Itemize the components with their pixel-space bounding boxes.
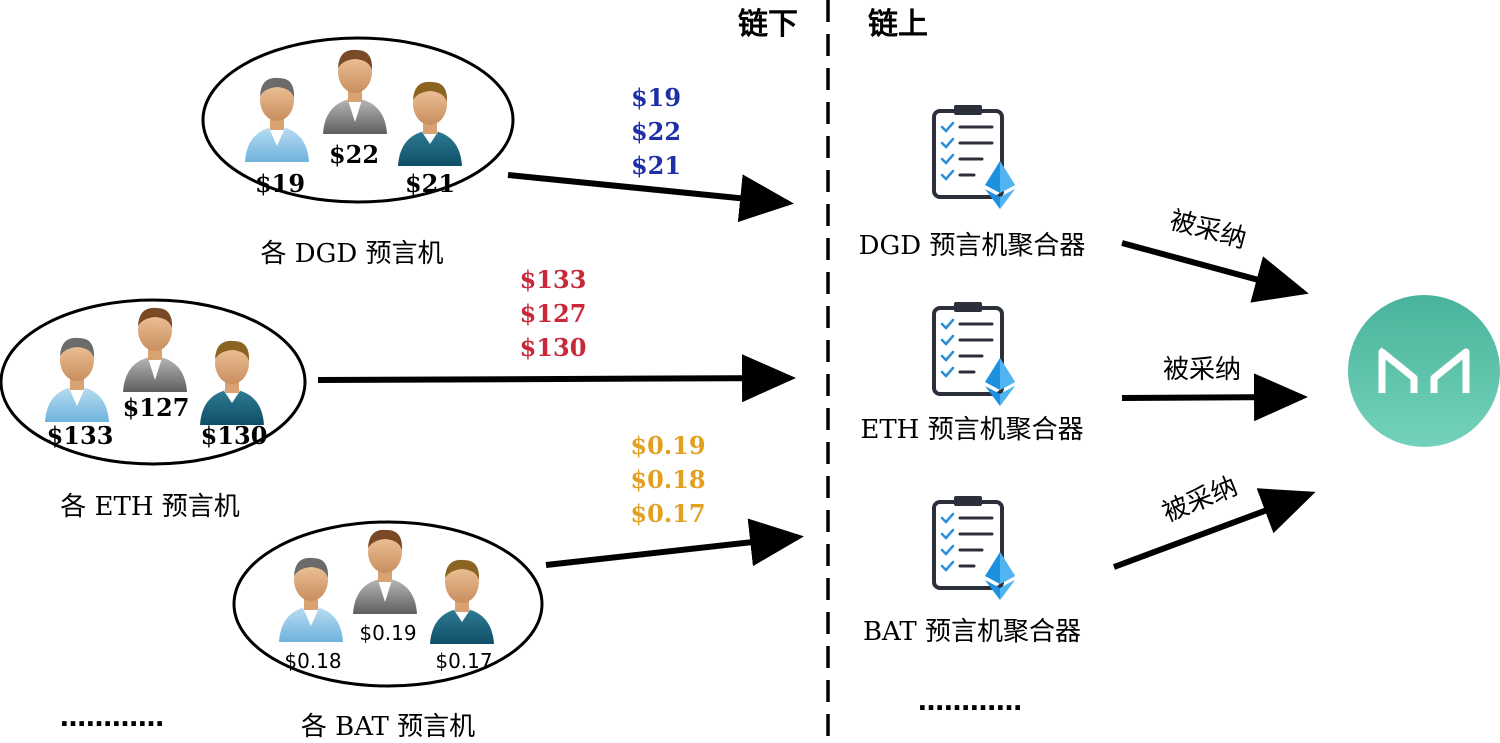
reported-price: $0.17 [630, 499, 705, 528]
oracle-group-ellipse [0, 298, 307, 466]
ellipsis-right: ………… [918, 687, 1022, 717]
ellipsis-left: ………… [60, 703, 164, 733]
oracle-price: $19 [255, 169, 305, 198]
report-arrow [545, 518, 804, 568]
aggregator-label: ETH 预言机聚合器 [860, 415, 1083, 445]
adopted-arrow [1121, 373, 1308, 422]
oracle-group-label: 各 ETH 预言机 [60, 492, 240, 522]
reported-price: $0.18 [630, 465, 705, 494]
person-icon [398, 81, 462, 166]
person-icon [45, 337, 109, 422]
reported-price: $133 [520, 265, 587, 294]
oracle-price: $130 [201, 421, 268, 450]
adopted-label: 被采纳 [1166, 205, 1249, 254]
oracle-group-bat: $0.18 $0.19 $0.17 各 BAT 预言机 [232, 520, 544, 742]
oracle-price: $0.19 [359, 621, 416, 645]
onchain-label: 链上 [868, 7, 928, 42]
oracle-price: $22 [329, 140, 379, 169]
oracle-price: $21 [405, 169, 455, 198]
reported-prices: $19 $22 $21 [631, 83, 681, 180]
maker-logo-icon [1348, 295, 1500, 447]
aggregator-label: DGD 预言机聚合器 [859, 231, 1086, 261]
oracle-price: $0.18 [284, 649, 341, 673]
oracle-price: $133 [47, 421, 114, 450]
person-icon [123, 307, 187, 392]
person-icon [279, 557, 343, 642]
reported-price: $21 [631, 151, 681, 180]
adopted-label: 被采纳 [1163, 355, 1241, 385]
adopted-arrow [1121, 240, 1309, 303]
person-icon [430, 559, 494, 644]
oracle-price: $127 [123, 393, 190, 422]
person-icon [323, 49, 387, 134]
reported-price: $127 [520, 299, 587, 328]
report-arrow [317, 354, 796, 403]
oracle-group-label: 各 DGD 预言机 [261, 239, 444, 269]
oracle-price: $0.17 [435, 649, 492, 673]
oracle-group-eth: $133 $127 $130 各 ETH 预言机 [0, 298, 307, 522]
reported-prices: $133 $127 $130 [520, 265, 587, 362]
person-icon [200, 340, 264, 425]
oracle-group-ellipse [232, 520, 544, 688]
reported-prices: $0.19 $0.18 $0.17 [630, 431, 705, 528]
reported-price: $0.19 [630, 431, 705, 460]
offchain-label: 链下 [738, 7, 798, 42]
reported-price: $22 [631, 117, 681, 146]
adopted-arrow [1112, 488, 1316, 570]
report-arrow [507, 172, 794, 223]
aggregator-label: BAT 预言机聚合器 [863, 617, 1081, 647]
oracle-group-label: 各 BAT 预言机 [301, 712, 475, 742]
person-icon [245, 77, 309, 162]
person-icon [353, 529, 417, 614]
adopted-label: 被采纳 [1158, 471, 1242, 528]
oracle-group-dgd: $19 $22 $21 各 DGD 预言机 [201, 36, 515, 269]
oracle-group-ellipse [201, 36, 515, 204]
reported-price: $19 [631, 83, 681, 112]
reported-price: $130 [520, 333, 587, 362]
